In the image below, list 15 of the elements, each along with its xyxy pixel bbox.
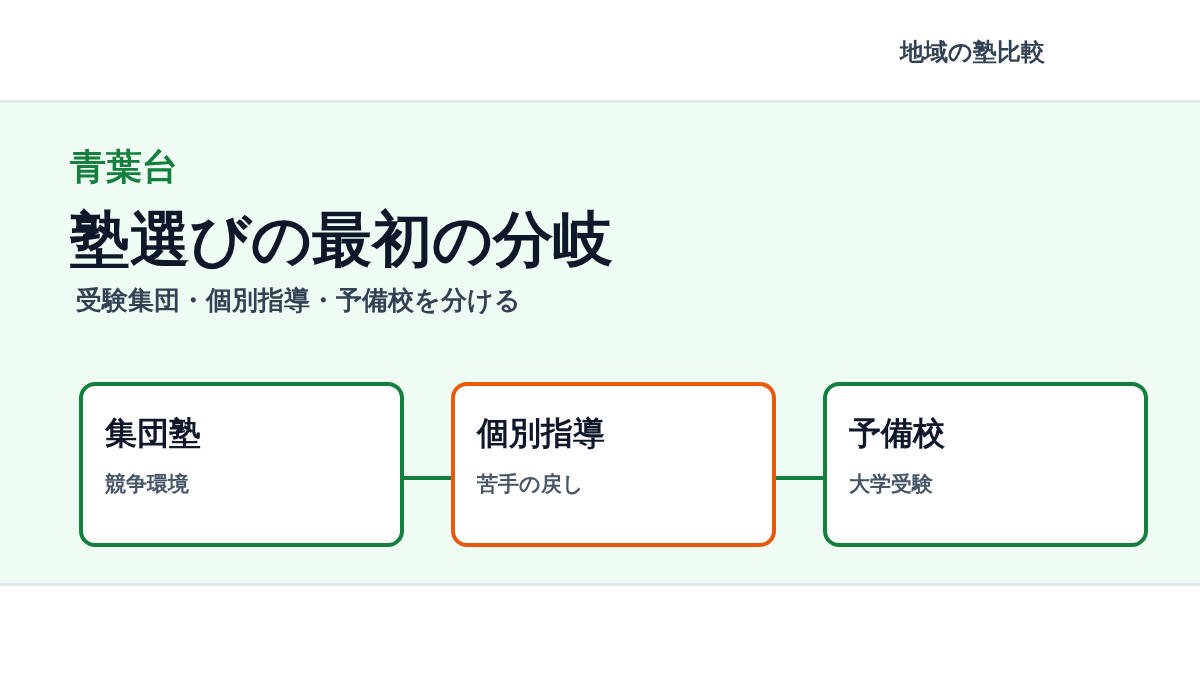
option-card <box>451 382 776 547</box>
subtitle: 受験集団・個別指導・予備校を分ける <box>76 284 521 317</box>
card-heading: 集団塾 <box>105 413 201 454</box>
card-subtext: 競争環境 <box>105 471 189 498</box>
card-heading: 個別指導 <box>477 413 605 454</box>
title: 塾選びの最初の分岐 <box>70 203 613 276</box>
option-card <box>79 382 404 547</box>
connector-line <box>776 476 823 480</box>
card-subtext: 大学受験 <box>849 471 933 498</box>
eyebrow-text: 青葉台 <box>70 145 178 189</box>
option-card <box>823 382 1148 547</box>
header-text: 地域の塾比較 <box>900 37 1045 68</box>
connector-line <box>404 476 451 480</box>
card-subtext: 苦手の戻し <box>477 471 584 498</box>
card-heading: 予備校 <box>849 413 945 454</box>
